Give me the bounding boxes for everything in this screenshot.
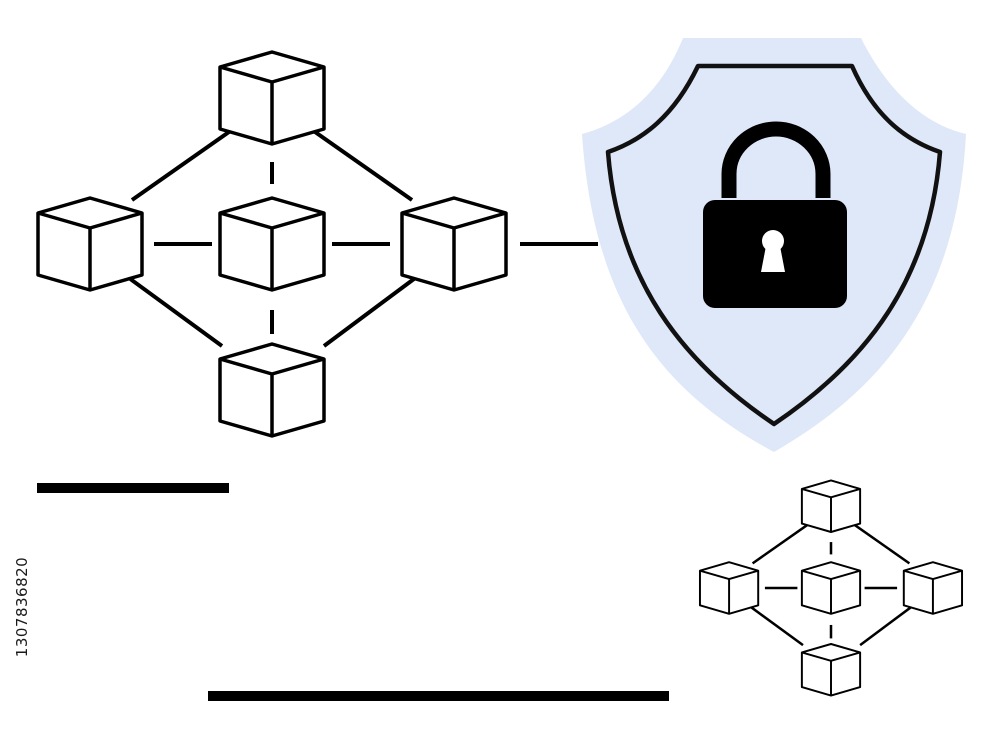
cube-left-small [698,561,760,615]
cube-center-small [800,561,862,615]
stock-id-text: 1307836820 [13,556,31,658]
decorative-bar-top [37,483,229,493]
decorative-bar-bottom [208,691,669,701]
keyhole-icon [761,230,785,272]
cube-bottom [218,342,326,438]
cube-top-small [800,479,862,533]
security-shield-icon [582,38,966,452]
cube-center [218,196,326,292]
cube-top [218,50,326,146]
stock-id-watermark: 1307836820 [11,492,33,722]
network-connectors [116,118,598,348]
blockchain-network-large [36,50,598,438]
cube-left [36,196,144,292]
network-connectors-small [744,517,918,647]
cube-right-small [902,561,964,615]
blockchain-network-small [698,479,964,697]
cube-right [400,196,508,292]
cube-bottom-small [800,643,862,697]
padlock-icon [703,121,847,308]
